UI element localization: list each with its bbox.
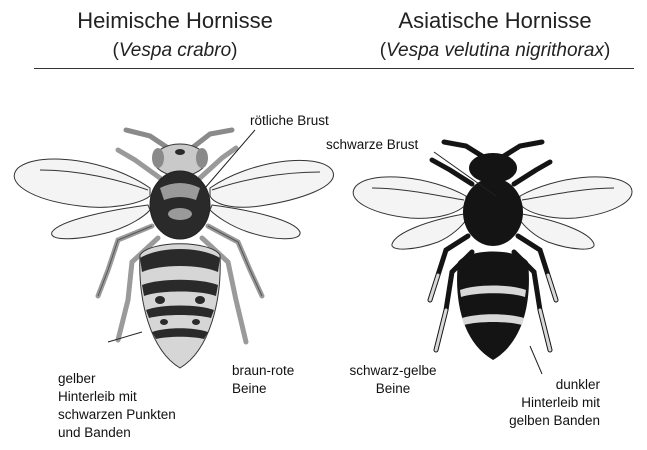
label-right-abdomen-line2: Hinterleib mit xyxy=(490,394,600,412)
label-left-legs: braun-rote Beine xyxy=(232,362,294,398)
label-right-abdomen-line1: dunkler xyxy=(490,376,600,394)
label-right-abdomen: dunkler Hinterleib mit gelben Banden xyxy=(490,376,600,430)
label-right-legs-line2: Beine xyxy=(338,380,448,398)
label-right-legs: schwarz-gelbe Beine xyxy=(338,362,448,398)
label-left-abdomen-line1: gelber xyxy=(58,370,176,388)
asian-hornet xyxy=(353,142,632,374)
left-hornet-abdomen xyxy=(140,244,220,368)
label-left-legs-line2: Beine xyxy=(232,380,294,398)
label-left-abdomen-line2: Hinterleib mit xyxy=(58,388,176,406)
right-hornet-thorax xyxy=(463,178,523,246)
label-right-thorax: schwarze Brust xyxy=(326,136,418,154)
label-left-abdomen-line4: und Banden xyxy=(58,424,176,442)
right-hornet-abdomen xyxy=(457,252,529,361)
left-hornet-thorax xyxy=(150,171,210,239)
label-left-abdomen: gelber Hinterleib mit schwarzen Punkten … xyxy=(58,370,176,442)
label-right-abdomen-line3: gelben Banden xyxy=(490,412,600,430)
label-left-thorax: rötliche Brust xyxy=(250,112,329,130)
label-right-legs-line1: schwarz-gelbe xyxy=(338,362,448,380)
label-left-abdomen-line3: schwarzen Punkten xyxy=(58,406,176,424)
label-left-legs-line1: braun-rote xyxy=(232,362,294,380)
european-hornet xyxy=(14,130,333,368)
